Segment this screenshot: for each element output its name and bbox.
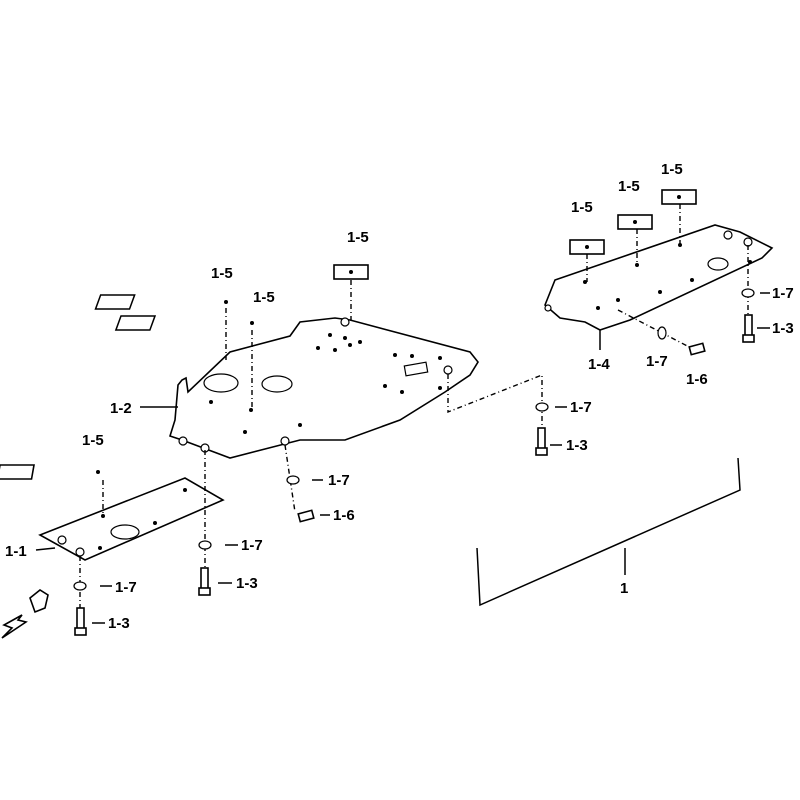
label-1-5: 1-5 [661, 161, 683, 178]
label-1-4: 1-4 [588, 356, 610, 373]
label-1-5: 1-5 [347, 229, 369, 246]
plate-1-1 [38, 477, 225, 561]
label-1-5: 1-5 [618, 178, 640, 195]
plate-1-4 [544, 224, 774, 331]
label-1-2: 1-2 [110, 400, 132, 417]
front-direction-arrow-icon [1, 589, 49, 639]
clip-1-5-e [569, 239, 605, 255]
clip-1-5-c [333, 264, 369, 280]
label-1-5: 1-5 [253, 289, 275, 306]
clip-1-5-d [0, 464, 100, 480]
label-1-5: 1-5 [211, 265, 233, 282]
label-1-6: 1-6 [333, 507, 355, 524]
label-1-5: 1-5 [571, 199, 593, 216]
washers [73, 288, 755, 591]
label-1-3: 1-3 [566, 437, 588, 454]
label-1-7: 1-7 [570, 399, 592, 416]
label-1-7: 1-7 [772, 285, 794, 302]
plate-1-2 [169, 317, 479, 459]
clip-1-5-b [114, 315, 254, 331]
label-1-7: 1-7 [241, 537, 263, 554]
label-1: 1 [620, 580, 628, 597]
clip-1-5-g [661, 189, 697, 205]
label-1-5: 1-5 [82, 432, 104, 449]
clip-1-5-a [94, 294, 228, 310]
label-1-3: 1-3 [108, 615, 130, 632]
label-1-6: 1-6 [686, 371, 708, 388]
label-1-7: 1-7 [646, 353, 668, 370]
part-labels: 1-5 1-5 1-5 1-5 1-5 1-5 1-5 1-2 1-1 1-4 … [5, 161, 794, 632]
label-1-1: 1-1 [5, 543, 27, 560]
label-1-7: 1-7 [115, 579, 137, 596]
label-1-3: 1-3 [236, 575, 258, 592]
bolts [74, 314, 755, 636]
label-1-7: 1-7 [328, 472, 350, 489]
leader-lines [35, 292, 770, 624]
clip-1-5-f [617, 214, 653, 230]
label-1-3: 1-3 [772, 320, 794, 337]
